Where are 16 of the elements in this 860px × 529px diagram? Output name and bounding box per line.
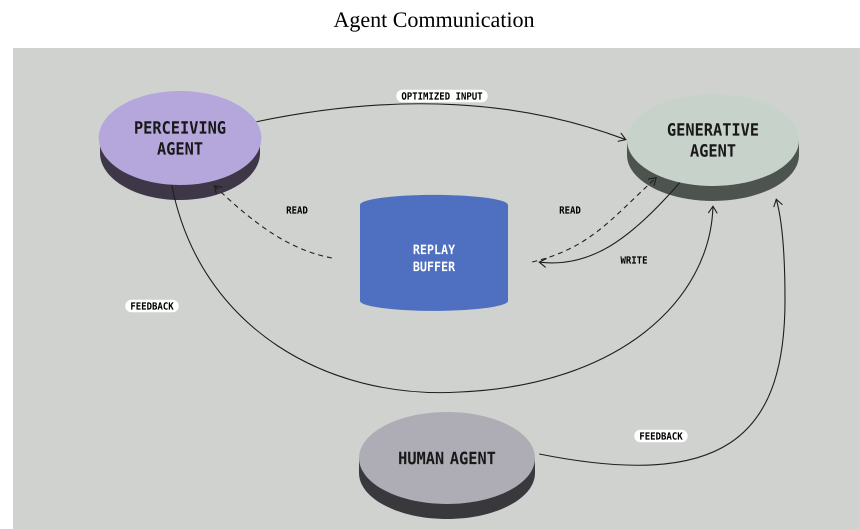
arrow: [214, 185, 332, 259]
arrow: [538, 182, 680, 268]
arrow: [532, 177, 657, 263]
arrow: [539, 198, 786, 466]
arrow: [171, 184, 718, 393]
edge-label: READ: [558, 204, 582, 216]
edge-label: OPTIMIZED INPUT: [396, 90, 488, 102]
edge-label: FEEDBACK: [125, 300, 179, 312]
edge-label: READ: [284, 204, 310, 216]
edge-label: FEEDBACK: [634, 430, 688, 442]
arrow: [256, 103, 627, 142]
database-cylinder: REPLAY BUFFER: [360, 194, 508, 311]
title: Agent Communication: [334, 12, 534, 32]
agent-disc: GENERATIVE AGENT: [627, 94, 799, 201]
agent-disc: HUMAN AGENT: [359, 412, 535, 519]
agent-disc: PERCEIVING AGENT: [98, 91, 262, 200]
